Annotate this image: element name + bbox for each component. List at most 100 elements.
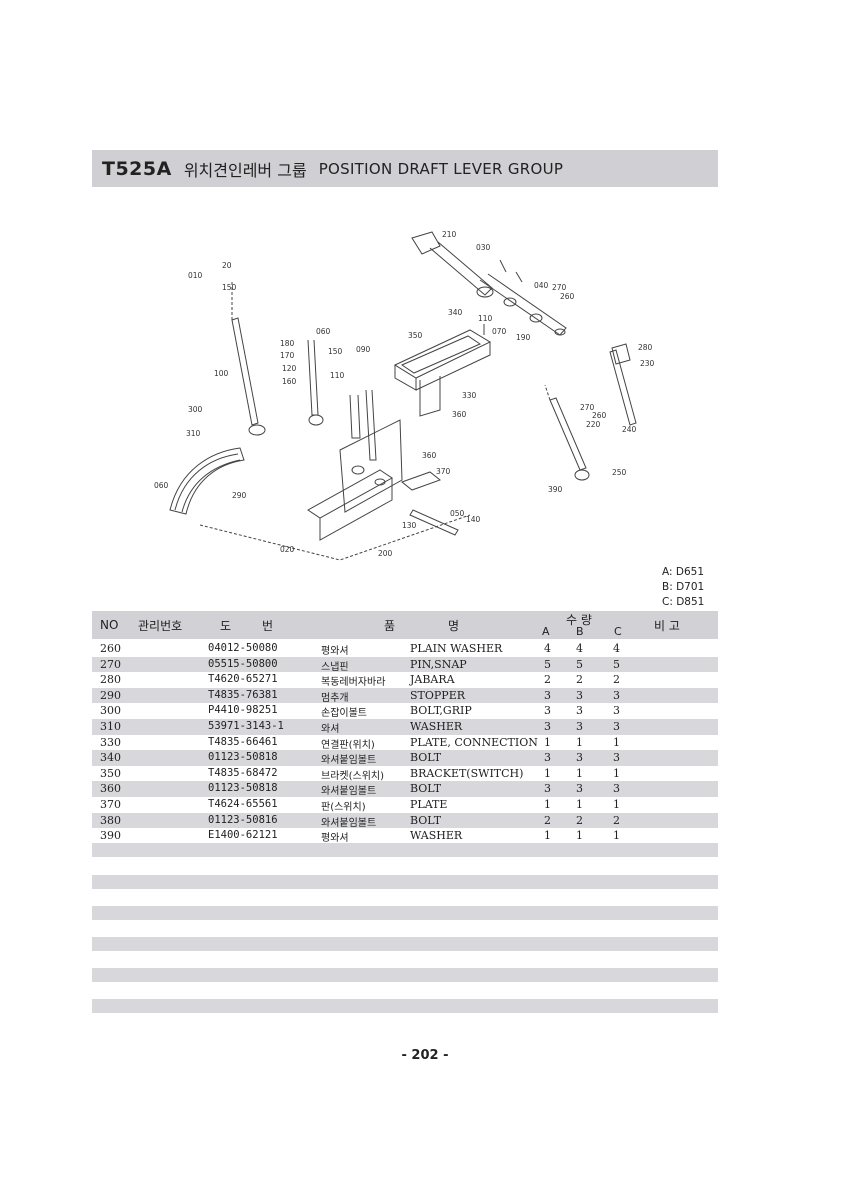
part-number-no: 330 — [100, 735, 121, 749]
callout-060b: 060 — [154, 481, 169, 490]
part-number-no: 360 — [100, 782, 121, 796]
callout-240: 240 — [622, 425, 637, 434]
blank-row — [92, 875, 718, 889]
callout-350: 350 — [408, 331, 423, 340]
callout-330: 330 — [462, 391, 477, 400]
callout-010: 010 — [188, 271, 203, 280]
header-drawing-1: 도 — [220, 619, 232, 633]
part-number-no: 270 — [100, 657, 121, 671]
qty-b: 2 — [576, 673, 583, 687]
part-name-english: JABARA — [410, 673, 455, 687]
callout-210: 210 — [442, 230, 457, 239]
part-name-korean: 와셔붙임볼트 — [321, 817, 377, 829]
qty-b: 3 — [576, 704, 583, 718]
part-name-korean: 와셔붙임볼트 — [321, 755, 377, 767]
qty-b: 4 — [576, 642, 583, 655]
part-name-english: WASHER — [410, 829, 463, 843]
qty-a: 1 — [544, 829, 551, 843]
parts-table-header: NO 관리번호 도 번 품 명 수 량 A B C 비 고 — [92, 611, 718, 639]
part-number-no: 280 — [100, 673, 121, 687]
callout-090: 090 — [356, 345, 371, 354]
callout-290: 290 — [232, 491, 247, 500]
qty-c: 3 — [613, 719, 620, 733]
qty-b: 1 — [576, 829, 583, 843]
blank-row — [92, 937, 718, 951]
callout-340: 340 — [448, 308, 463, 317]
drawing-number: P4410-98251 — [208, 704, 278, 717]
legend-a: A: D651 — [662, 566, 704, 578]
callout-250: 250 — [612, 468, 627, 477]
blank-row — [92, 843, 718, 857]
callout-030: 030 — [476, 243, 491, 252]
part-name-english: PIN,SNAP — [410, 657, 467, 671]
callout-170: 170 — [280, 351, 295, 360]
header-drawing-2: 번 — [262, 619, 274, 633]
group-code: T525A — [102, 157, 172, 180]
part-name-english: BOLT,GRIP — [410, 704, 472, 718]
part-number-no: 380 — [100, 813, 121, 827]
qty-c: 5 — [613, 657, 620, 671]
qty-a: 5 — [544, 657, 551, 671]
part-number-no: 350 — [100, 766, 121, 780]
qty-c: 1 — [613, 797, 620, 811]
part-name-english: WASHER — [410, 719, 463, 733]
drawing-number: T4835-76381 — [208, 688, 278, 701]
exploded-parts-diagram: 210 030 040 270 260 340 110 070 190 350 … — [140, 220, 660, 580]
qty-c: 3 — [613, 751, 620, 765]
section-header: T525A 위치견인레버 그룹 POSITION DRAFT LEVER GRO… — [92, 150, 718, 187]
qty-b: 3 — [576, 688, 583, 702]
callout-190: 190 — [516, 333, 531, 342]
callout-270: 270 — [552, 283, 567, 292]
qty-b: 3 — [576, 782, 583, 796]
drawing-number: E1400-62121 — [208, 829, 278, 842]
qty-c: 3 — [613, 688, 620, 702]
callout-040: 040 — [534, 281, 549, 290]
part-number-no: 260 — [100, 642, 121, 655]
part-name-english: BOLT — [410, 782, 442, 796]
qty-a: 1 — [544, 797, 551, 811]
blank-row — [92, 999, 718, 1013]
part-number-no: 370 — [100, 797, 121, 811]
qty-a: 3 — [544, 704, 551, 718]
qty-b: 3 — [576, 719, 583, 733]
header-mgmt-no: 관리번호 — [138, 619, 183, 633]
drawing-number: 05515-50800 — [208, 657, 278, 670]
qty-c: 1 — [613, 829, 620, 843]
callout-220: 220 — [586, 420, 601, 429]
callout-160: 160 — [282, 377, 297, 386]
header-no: NO — [100, 618, 119, 632]
callout-050: 050 — [450, 509, 465, 518]
callout-270b: 270 — [580, 403, 595, 412]
part-name-korean: 멈추개 — [321, 692, 349, 704]
qty-a: 3 — [544, 719, 551, 733]
blank-row — [92, 968, 718, 982]
qty-c: 3 — [613, 704, 620, 718]
qty-c: 3 — [613, 782, 620, 796]
callout-230: 230 — [640, 359, 655, 368]
header-qty-b: B — [576, 625, 584, 638]
callout-020: 020 — [280, 545, 295, 554]
part-name-english: PLATE — [410, 797, 448, 811]
parts-drawing: 210 030 040 270 260 340 110 070 190 350 … — [154, 230, 655, 561]
legend-c: C: D851 — [662, 596, 705, 608]
callout-100: 100 — [214, 369, 229, 378]
callout-180: 180 — [280, 339, 295, 348]
callout-110b: 110 — [330, 371, 345, 380]
qty-b: 3 — [576, 751, 583, 765]
part-name-korean: 와셔붙임볼트 — [321, 786, 377, 798]
callout-120: 120 — [282, 364, 297, 373]
callout-070: 070 — [492, 327, 507, 336]
drawing-number: T4835-66461 — [208, 735, 278, 748]
header-qty-c: C — [614, 625, 622, 638]
group-title-korean: 위치견인레버 그룹 — [183, 160, 307, 180]
qty-c: 4 — [613, 642, 620, 655]
part-name-korean: 스냅핀 — [321, 661, 349, 673]
callout-370: 370 — [436, 467, 451, 476]
part-number-no: 300 — [100, 704, 121, 718]
